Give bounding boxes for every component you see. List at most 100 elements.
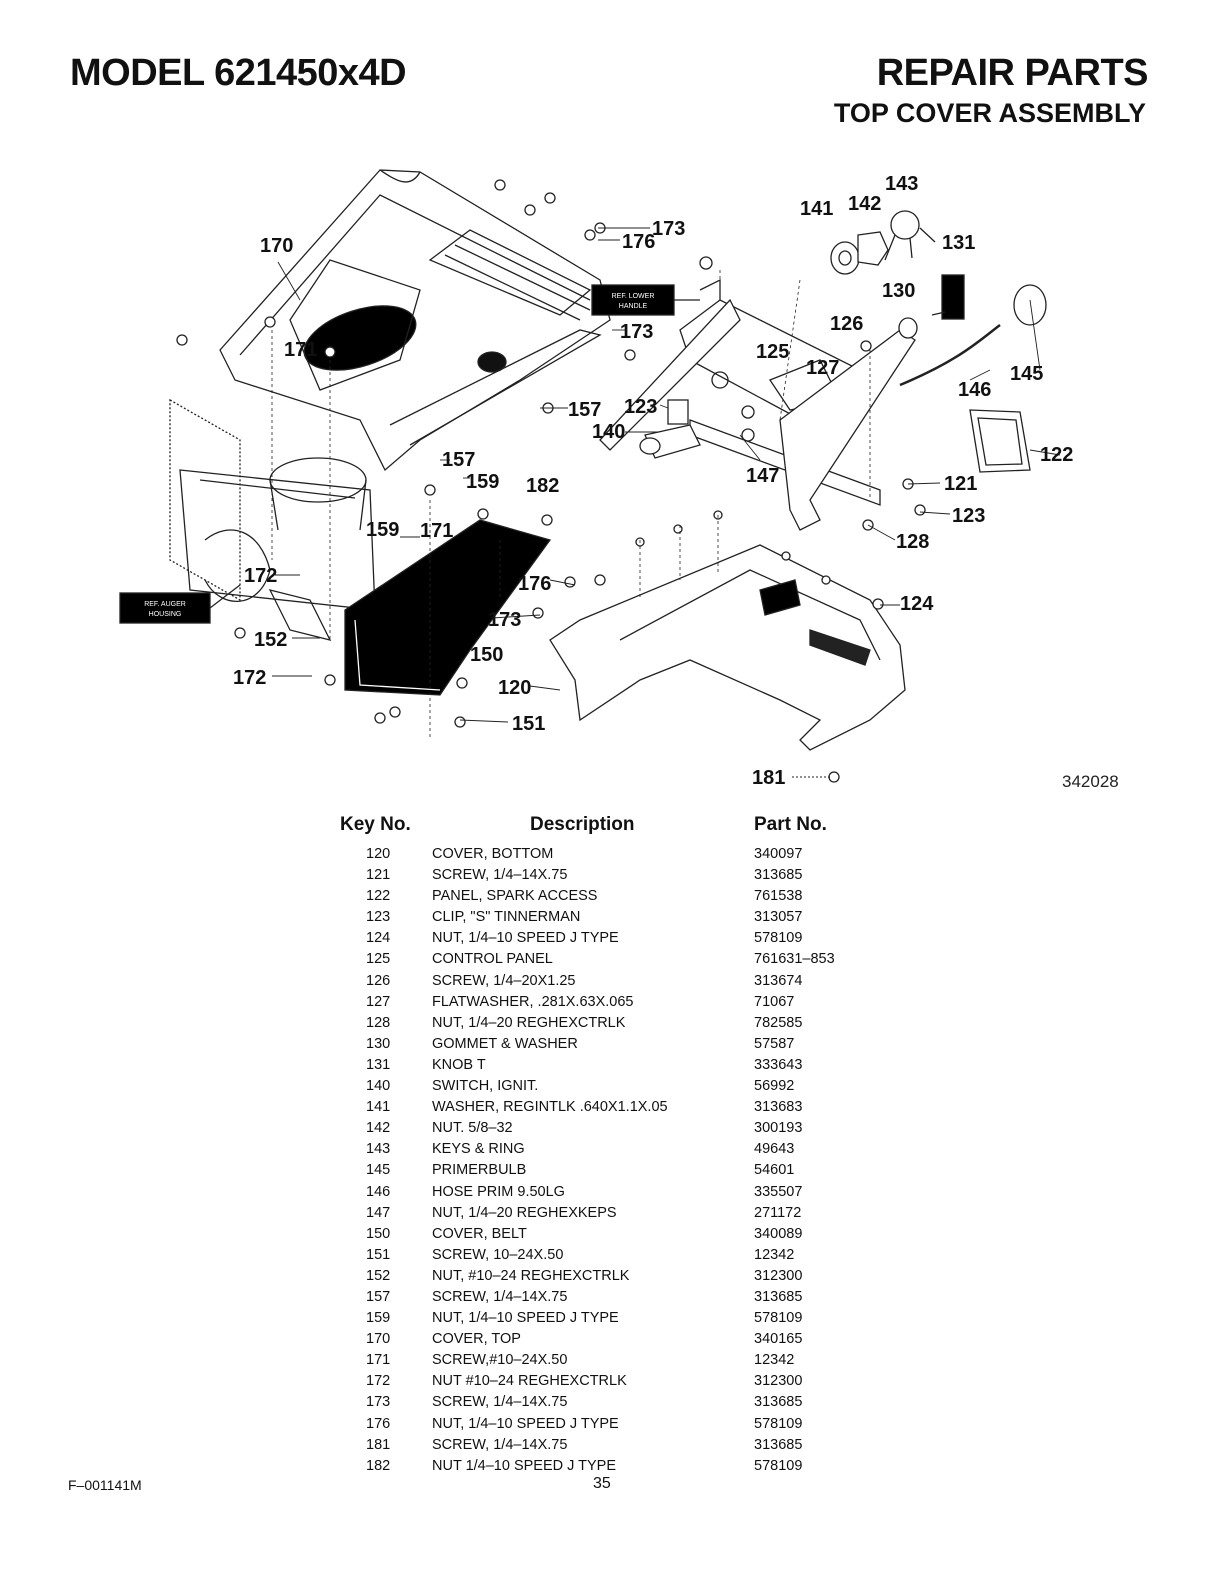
part-number-cell: 761631–853 [754, 951, 835, 968]
description-cell: COVER, BOTTOM [432, 846, 554, 862]
callout-141: 141 [800, 198, 833, 220]
table-row: 141 WASHER, REGINTLK .640X1.1X.05 313683 [0, 1099, 1210, 1120]
key-cell: 142 [366, 1120, 391, 1137]
description-cell: CONTROL PANEL [432, 951, 553, 968]
key-cell: 124 [366, 930, 391, 947]
key-cell: 159 [366, 1310, 391, 1327]
ref-auger-text-2: HOUSING [149, 611, 182, 618]
key-cell: 130 [366, 1035, 391, 1052]
table-row: 128 NUT, 1/4–20 REGHEXCTRLK 782585 [0, 1015, 1210, 1036]
key-cell: 126 [366, 972, 391, 989]
description-cell: NUT. 5/8–32 [432, 1120, 513, 1137]
key-cell: 176 [366, 1415, 391, 1432]
key-cell: 131 [366, 1056, 391, 1073]
bottom-cover-part [549, 544, 906, 751]
key-cell: 123 [366, 909, 391, 926]
table-row: 150 COVER, BELT 340089 [0, 1226, 1210, 1247]
key-cell: 121 [366, 867, 391, 884]
callout-122: 122 [1040, 444, 1073, 466]
key-cell: 143 [366, 1141, 391, 1158]
callout-173: 173 [620, 321, 653, 343]
description-cell: CLIP, "S" TINNERMAN [432, 909, 581, 926]
page-number: 35 [593, 1475, 611, 1492]
alignment-lines [271, 270, 871, 740]
key-cell: 172 [366, 1373, 391, 1390]
table-row: 142 NUT. 5/8–32 300193 [0, 1120, 1210, 1141]
description-cell: KNOB T [432, 1056, 486, 1073]
part-number-cell: 761538 [754, 888, 803, 905]
description-cell: GOMMET & WASHER [432, 1035, 578, 1052]
callout-142: 142 [848, 193, 881, 215]
key-cell: 157 [366, 1288, 391, 1305]
callout-173: 173 [652, 218, 685, 240]
key-cell: 141 [366, 1099, 391, 1116]
part-number-cell: 313685 [754, 867, 803, 884]
part-number-cell: 312300 [754, 1267, 803, 1284]
part-number-cell: 335507 [754, 1183, 803, 1200]
description-cell: SWITCH, IGNIT. [432, 1078, 539, 1095]
callout-173: 173 [488, 609, 521, 631]
key-cell: 128 [366, 1014, 391, 1031]
callout-140: 140 [592, 421, 625, 443]
part-number-cell: 313685 [754, 1436, 803, 1453]
part-number-cell: 578109 [754, 1310, 803, 1327]
model-title: MODEL 621450x4D [70, 52, 407, 94]
description-cell: NUT, 1/4–20 REGHEXCTRLK [432, 1014, 626, 1031]
callout-121: 121 [944, 473, 977, 495]
callout-123: 123 [624, 396, 657, 418]
description-cell: NUT #10–24 REGHEXCTRLK [432, 1373, 627, 1390]
part-number-cell: 578109 [754, 1457, 803, 1474]
part-number-cell: 313683 [754, 1099, 803, 1116]
description-cell: SCREW, 10–24X.50 [432, 1246, 564, 1263]
top-cover-part [219, 169, 611, 472]
description-cell: WASHER, REGINTLK .640X1.1X.05 [432, 1099, 668, 1116]
description-cell: NUT, 1/4–10 SPEED J TYPE [432, 1310, 619, 1327]
col-header-key: Key No. [340, 814, 411, 835]
description-cell: NUT, 1/4–10 SPEED J TYPE [432, 1415, 619, 1432]
part-number-cell: 300193 [754, 1120, 803, 1137]
ref-auger-text: REF. AUGER [144, 601, 186, 608]
fasteners [176, 179, 926, 783]
description-cell: NUT, #10–24 REGHEXCTRLK [432, 1267, 630, 1284]
page-title: REPAIR PARTS [876, 52, 1149, 94]
description-cell: COVER, TOP [432, 1331, 521, 1348]
callout-171: 171 [420, 520, 453, 542]
description-cell: SCREW, 1/4–14X.75 [432, 1394, 568, 1411]
part-number-cell: 313685 [754, 1288, 803, 1305]
part-number-cell: 782585 [754, 1014, 803, 1031]
callout-182: 182 [526, 475, 559, 497]
section-subtitle: TOP COVER ASSEMBLY [833, 98, 1146, 128]
part-number-cell: 12342 [754, 1352, 795, 1369]
description-cell: COVER, BELT [432, 1225, 527, 1242]
belt-cover-part [344, 519, 552, 696]
exploded-parts-diagram: REF. LOWER HANDLE REF. AUGER HOUSING 170… [119, 169, 1119, 791]
ignition-switch-part [639, 399, 701, 459]
callout-127: 127 [806, 357, 839, 379]
part-number-cell: 49643 [754, 1141, 795, 1158]
part-number-cell: 56992 [754, 1078, 795, 1095]
callout-181: 181 [752, 767, 785, 789]
part-number-cell: 54601 [754, 1162, 795, 1179]
part-number-cell: 340089 [754, 1225, 803, 1242]
description-cell: SCREW,#10–24X.50 [432, 1352, 568, 1369]
key-cell: 140 [366, 1078, 391, 1095]
description-cell: SCREW, 1/4–14X.75 [432, 867, 568, 884]
key-cell: 173 [366, 1394, 391, 1411]
key-cell: 150 [366, 1225, 391, 1242]
drawing-number: 342028 [1062, 772, 1119, 791]
key-cell: 151 [366, 1246, 391, 1263]
callout-147: 147 [746, 465, 779, 487]
